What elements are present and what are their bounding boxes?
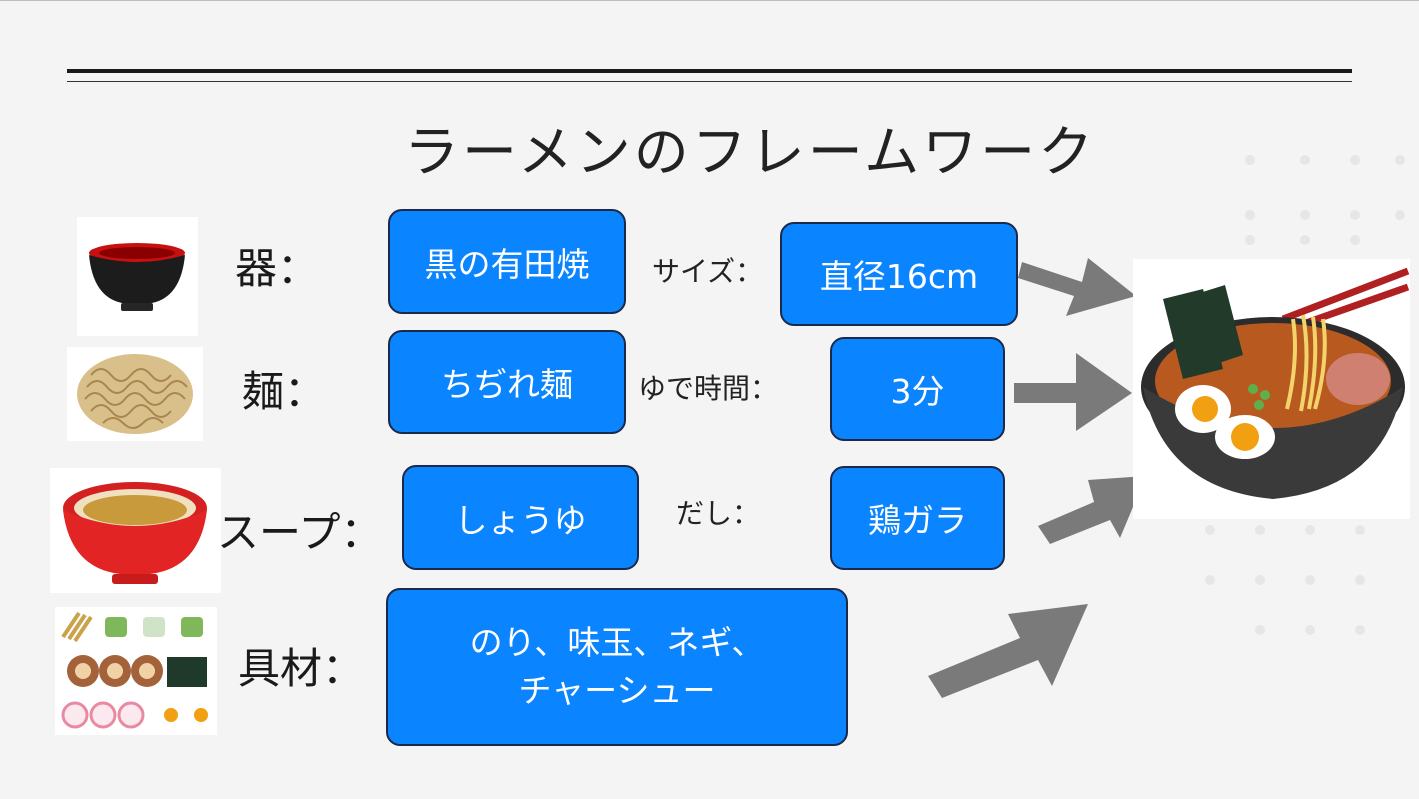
title-rule-thin <box>67 81 1352 82</box>
boil-time-value-box: 3分 <box>830 337 1005 441</box>
size-value-box: 直径16cm <box>780 222 1018 326</box>
stock-value-box: 鶏ガラ <box>830 466 1005 570</box>
dot-pattern-decoration <box>1205 155 1405 635</box>
toppings-line-1: のり、味玉、ネギ、 <box>469 623 765 663</box>
noodles-value-box: ちぢれ麺 <box>388 330 626 434</box>
size-label: サイズ： <box>652 255 764 288</box>
row-label-vessel: 器： <box>235 244 320 293</box>
soup-value-box: しょうゆ <box>402 465 639 570</box>
toppings-line-2: チャーシュー <box>518 671 716 710</box>
toppings-value-box: のり、味玉、ネギ、 チャーシュー <box>386 588 848 746</box>
arrow-noodles-icon <box>1014 353 1132 431</box>
slide-title: ラーメンのフレームワーク <box>404 120 1097 184</box>
title-rule-thick <box>67 69 1352 73</box>
vessel-value-box: 黒の有田焼 <box>388 209 626 314</box>
row-label-noodles: 麺： <box>242 367 327 416</box>
row-label-soup: スープ： <box>217 508 383 557</box>
soup-bowl-icon <box>50 468 221 593</box>
stock-label: だし： <box>676 497 761 530</box>
bowl-icon <box>77 217 198 336</box>
top-border <box>0 0 1419 1</box>
arrow-toppings-icon <box>928 604 1088 698</box>
toppings-icon <box>55 607 217 735</box>
ramen-bowl-icon <box>1133 259 1410 519</box>
row-label-toppings: 具材： <box>238 644 365 693</box>
arrow-vessel-icon <box>1018 258 1136 316</box>
boil-time-label: ゆで時間： <box>638 372 779 405</box>
noodles-icon <box>67 347 203 441</box>
arrow-soup-icon <box>1038 476 1146 544</box>
